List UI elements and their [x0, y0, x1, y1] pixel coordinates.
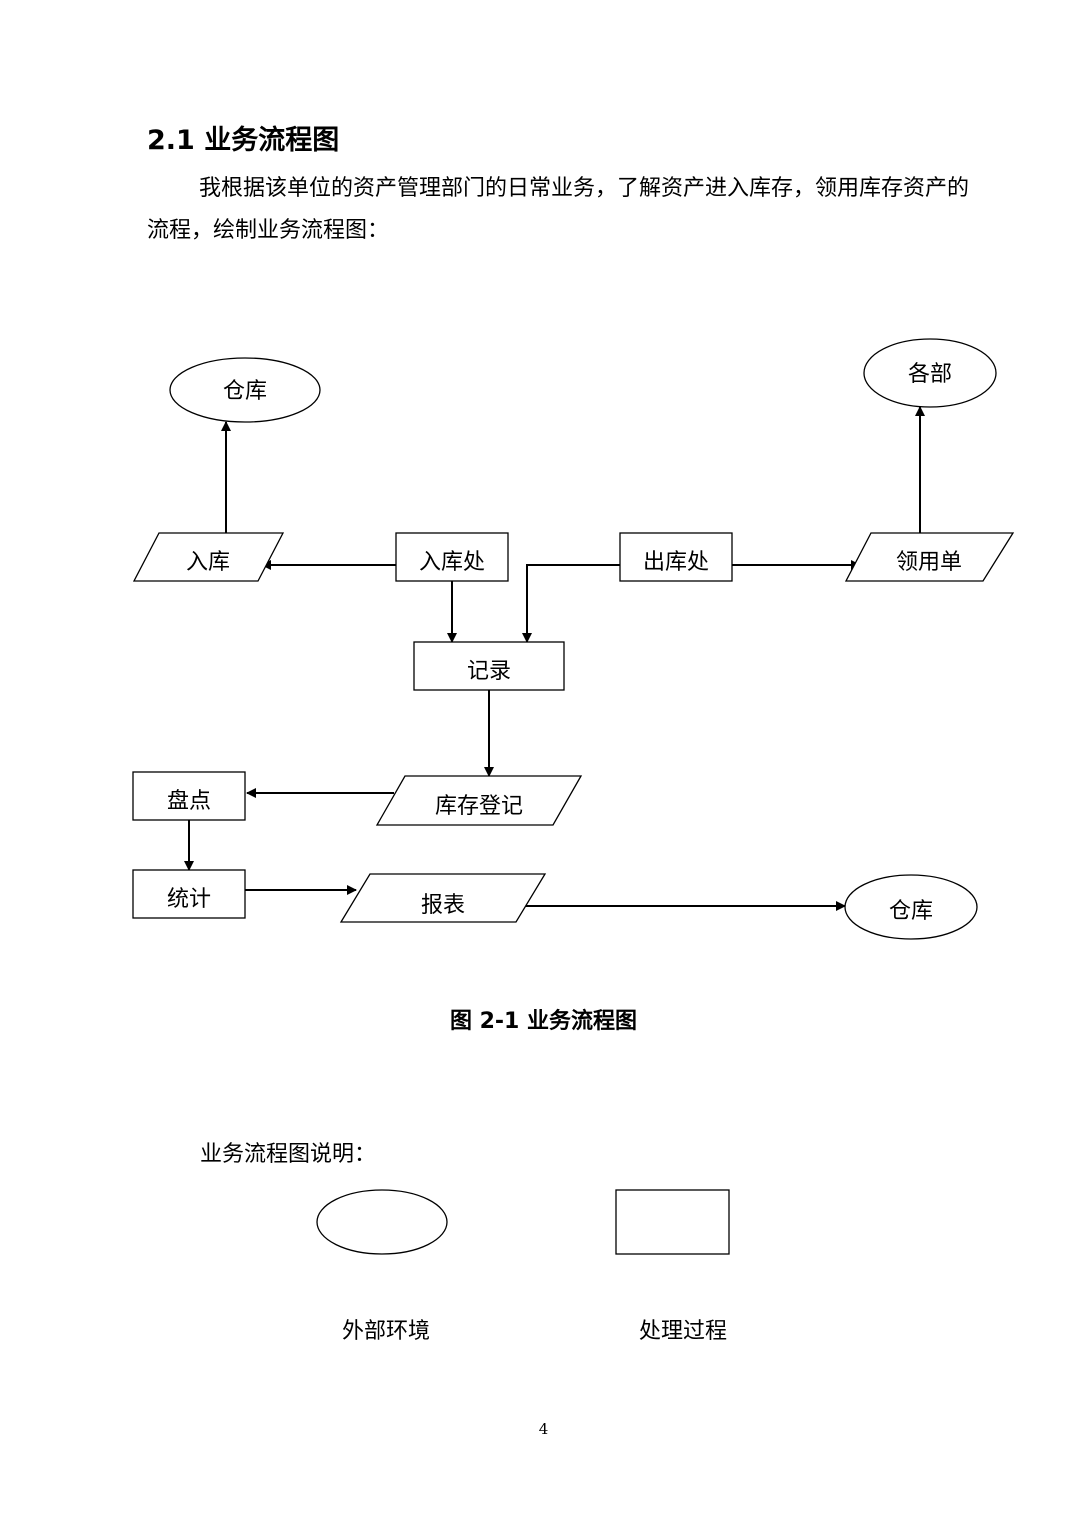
label-requisition: 领用单 — [896, 550, 962, 575]
node-warehouse-bottom — [844, 874, 978, 940]
label-departments: 各部 — [908, 362, 952, 387]
node-stock-in-office — [395, 532, 509, 582]
label-stock-in: 入库 — [186, 550, 230, 575]
legend-rect-shape — [615, 1189, 730, 1255]
label-report: 报表 — [421, 893, 465, 918]
node-stock-in — [132, 532, 285, 582]
legend-external-label: 外部环境 — [342, 1319, 431, 1344]
label-record: 记录 — [467, 659, 511, 684]
label-warehouse-bottom: 仓库 — [889, 899, 933, 924]
node-warehouse-top — [169, 357, 321, 423]
node-inventory-register — [375, 775, 583, 826]
label-statistics: 统计 — [167, 887, 211, 912]
page-number: 4 — [538, 1420, 549, 1438]
node-departments — [863, 338, 997, 408]
node-stocktake — [132, 771, 246, 821]
label-stock-out-office: 出库处 — [643, 550, 709, 575]
intro-text: 我根据该单位的资产管理部门的日常业务，了解资产进入库存，领用库存资产的流程，绘制… — [147, 176, 970, 243]
node-statistics — [132, 869, 246, 919]
intro-paragraph: 我根据该单位的资产管理部门的日常业务，了解资产进入库存，领用库存资产的流程，绘制… — [147, 168, 977, 252]
node-record — [413, 641, 565, 691]
node-report — [339, 873, 547, 923]
label-stock-in-office: 入库处 — [419, 550, 485, 575]
label-stocktake: 盘点 — [167, 789, 211, 814]
figure-caption: 图 2-1 业务流程图 — [449, 1009, 638, 1034]
legend-title: 业务流程图说明： — [200, 1142, 377, 1167]
arrow-outoffice-to-record — [522, 564, 620, 643]
legend-ellipse-shape — [316, 1189, 448, 1255]
section-heading: 2.1 业务流程图 — [147, 125, 340, 156]
node-requisition — [844, 532, 1015, 582]
node-stock-out-office — [619, 532, 733, 582]
label-warehouse-top: 仓库 — [223, 379, 267, 404]
legend-process-label: 处理过程 — [639, 1319, 728, 1344]
label-inventory-register: 库存登记 — [435, 794, 523, 819]
